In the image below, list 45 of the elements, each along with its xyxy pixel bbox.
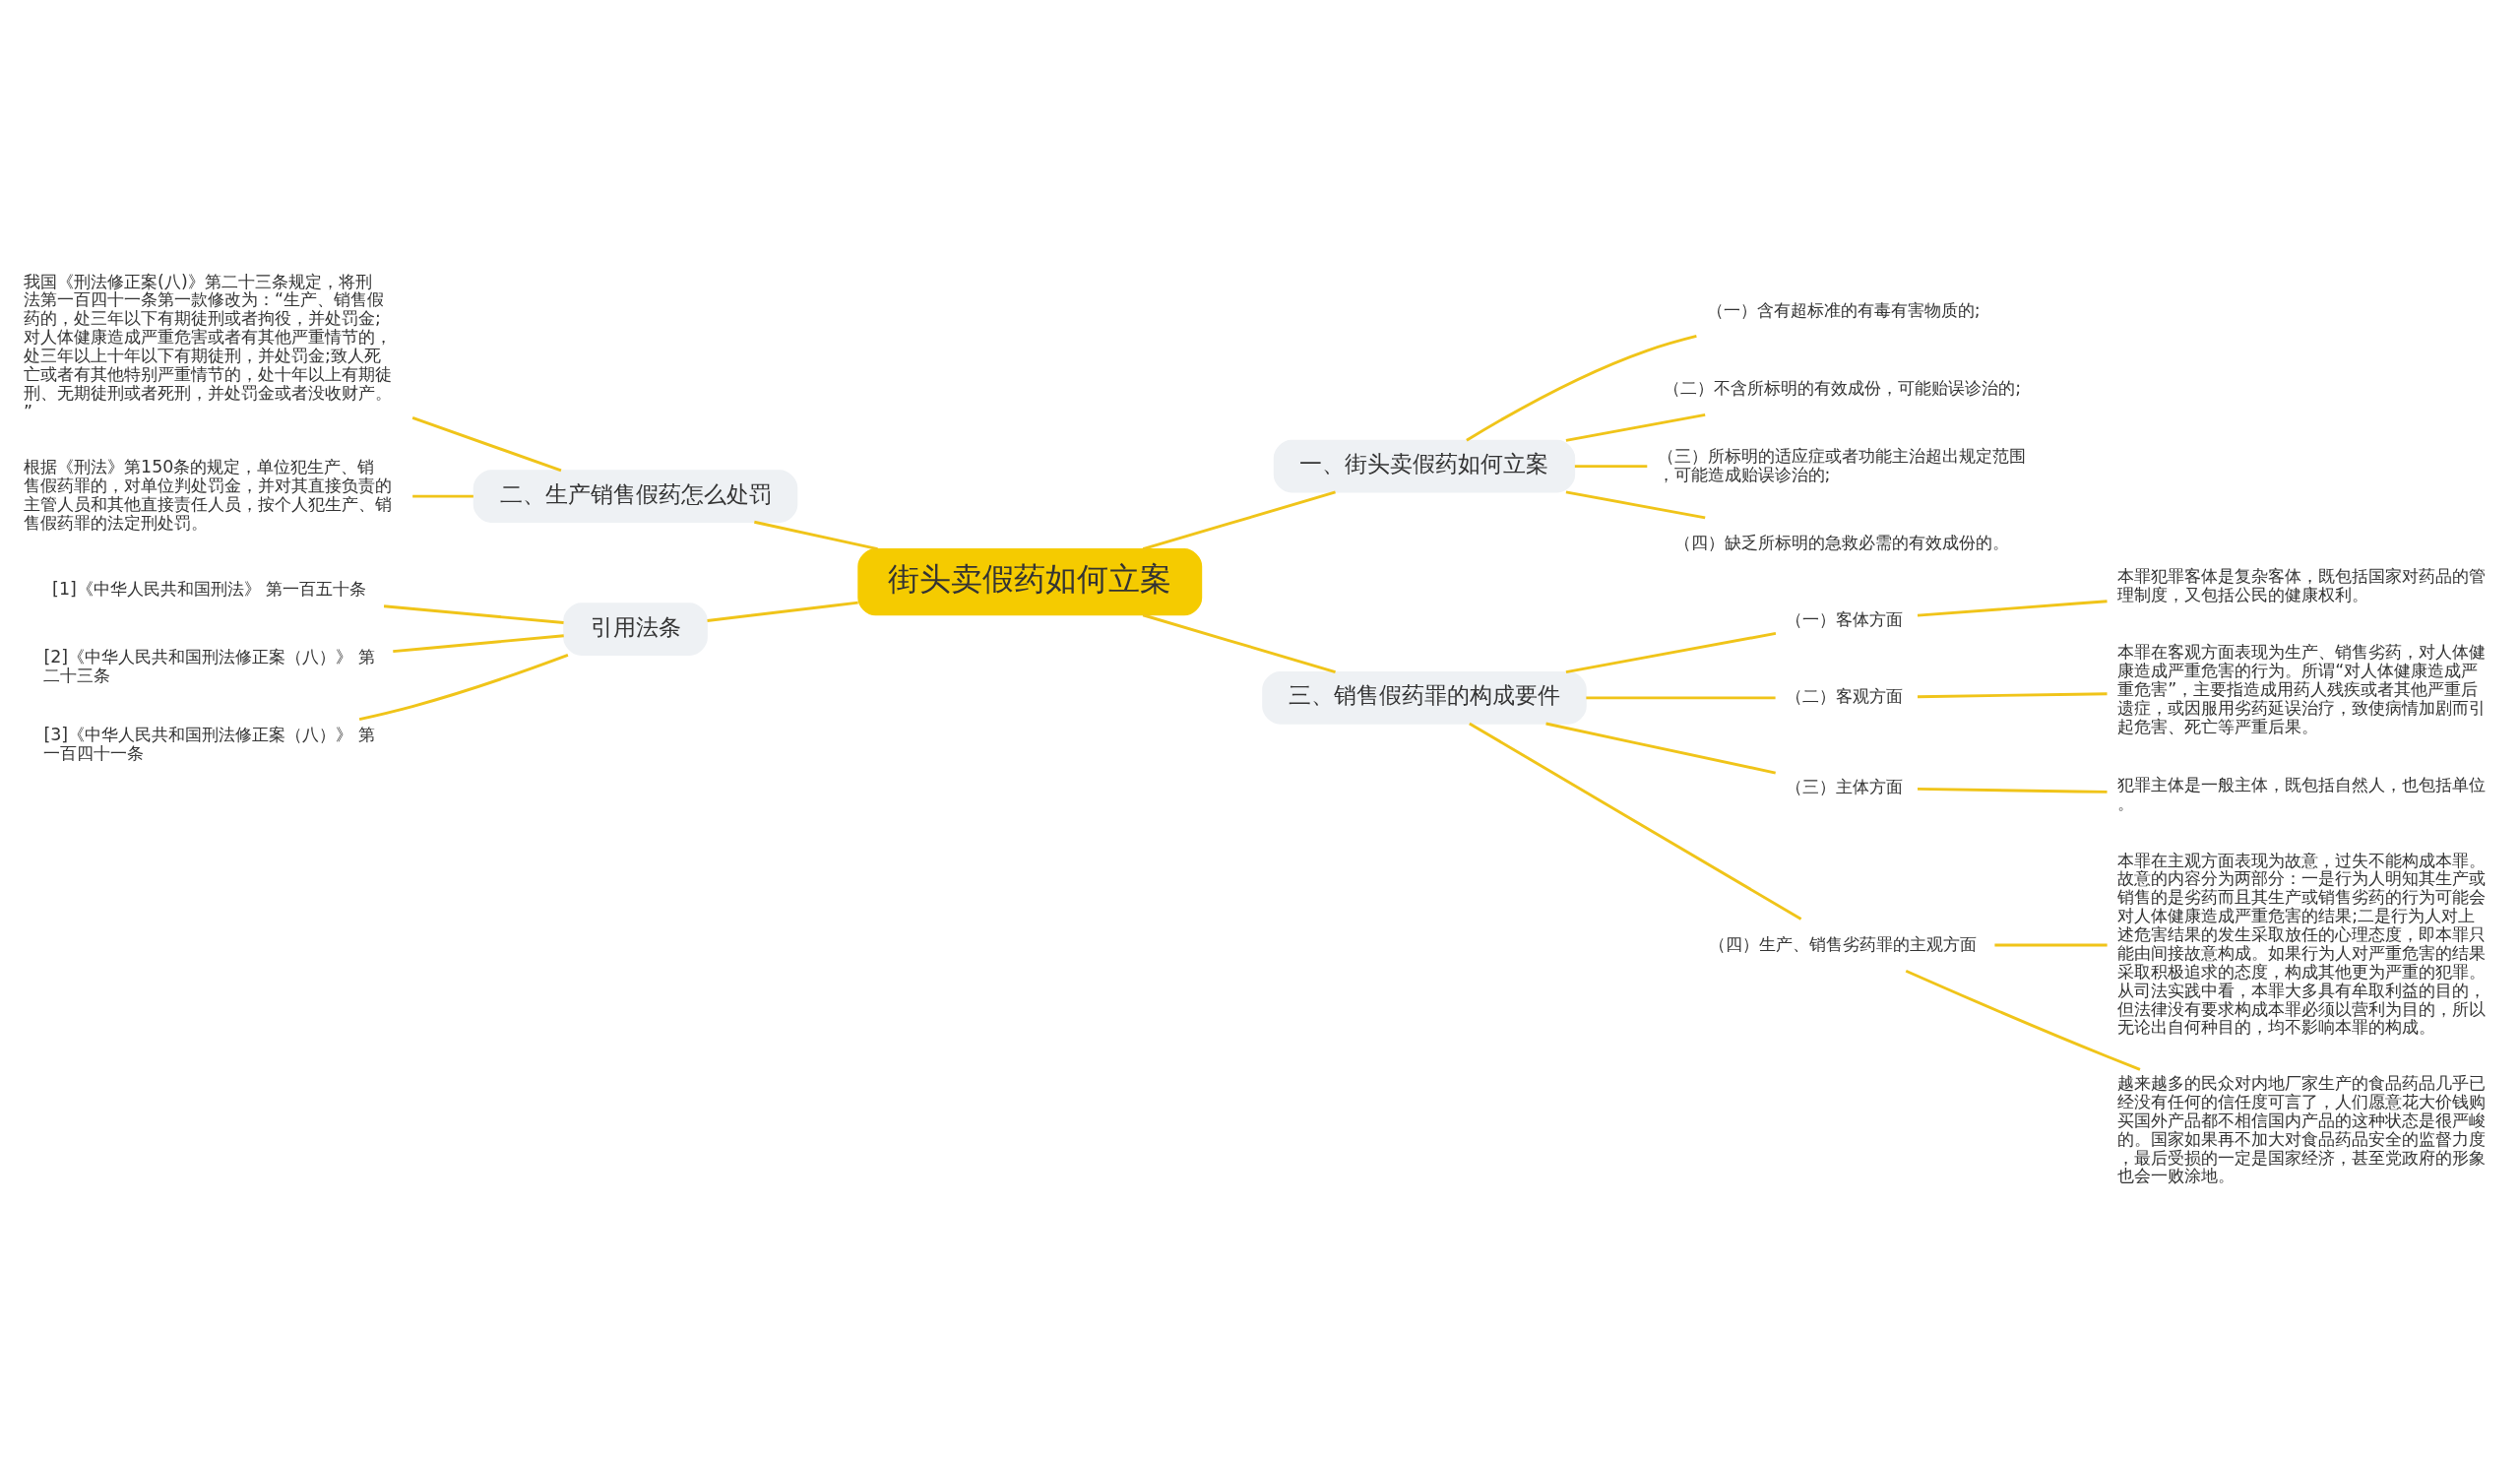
connector <box>383 604 564 624</box>
node-text: （一）含有超标准的有毒有害物质的; <box>1706 300 1981 321</box>
connector <box>1574 465 1648 469</box>
node-box: 引用法条 <box>563 603 708 656</box>
node-text: 越来越多的民众对内地厂家生产的食品药品几乎已经没有任何的信任度可言了，人们愿意花大价钱购买国外产品都不相信国内产品的这种状态是很严峻的。国家如果再不加大对食品药品安全的监督力度，最后受损的一定是国家经济，甚至党政府的形象也会一败涂地。 <box>2117 1073 2487 1186</box>
connector <box>707 601 858 622</box>
connector <box>393 634 564 654</box>
node-text: （二）不含所标明的有效成份，可能贻误诊治的; <box>1664 377 2022 398</box>
connector <box>754 520 878 551</box>
node-text: （三）所标明的适应症或者功能主治超出规定范围，可能造成贻误诊治的; <box>1657 445 2026 484</box>
connector <box>1565 490 1706 520</box>
connector <box>1565 632 1777 674</box>
node-text: 犯罪主体是一般主体，既包括自然人，也包括单位。 <box>2117 774 2487 813</box>
connector <box>412 494 473 498</box>
node-text: 本罪犯罪客体是复杂客体，既包括国家对药品的管理制度，又包括公民的健康权利。 <box>2117 565 2487 604</box>
node-box: 三、销售假药罪的构成要件 <box>1262 670 1587 725</box>
connector <box>1917 600 2108 617</box>
node-text: [2]《中华人民共和国刑法修正案（八）》 第二十三条 <box>43 647 375 686</box>
connector <box>1142 490 1336 551</box>
connector <box>1469 722 1802 920</box>
connector <box>1994 943 2108 947</box>
node-text: （三）主体方面 <box>1786 776 1904 796</box>
node-box: 二、生产销售假药怎么处罚 <box>472 470 798 523</box>
connector <box>1142 613 1336 673</box>
connector <box>1565 413 1706 442</box>
connector <box>358 654 569 721</box>
node-box: 一、街头卖假药如何立案 <box>1273 439 1576 493</box>
node-box: 街头卖假药如何立案 <box>857 548 1203 616</box>
node-text: （四）缺乏所标明的急救必需的有效成份的。 <box>1674 532 2010 552</box>
node-text: [3]《中华人民共和国刑法修正案（八）》 第一百四十一条 <box>43 724 375 763</box>
connector <box>411 416 562 473</box>
node-text: [1]《中华人民共和国刑法》 第一百五十条 <box>52 579 367 600</box>
connector <box>1466 334 1697 442</box>
node-text: 本罪在客观方面表现为生产、销售劣药，对人体健康造成严重危害的行为。所谓“对人体健康造成严重危害”，主要指造成用药人残疾或者其他严重后遗症，或因服用劣药延误治疗，致使病情加剧而引起危害、死亡等严重后果。 <box>2117 642 2487 736</box>
connector <box>1918 787 2108 793</box>
connector <box>1586 696 1776 700</box>
node-text: 我国《刑法修正案(八)》第二十三条规定，将刑法第一百四十一条第一款修改为：“生产、销售假药的，处三年以下有期徒刑或者拘役，并处罚金;对人体健康造成严重危害或者有其他严重情节的，处三年以上十年以下有期徒刑，并处罚金;致人死亡或者有其他特别严重情节的，处十年以上有期徒刑、无期徒刑或者死刑，并处罚金或者没收财产。” <box>24 271 393 421</box>
node-text: （一）客体方面 <box>1786 608 1904 629</box>
connector <box>1918 692 2108 699</box>
connector <box>1545 722 1776 775</box>
connector <box>1905 969 2141 1071</box>
node-text: 根据《刑法》第150条的规定，单位犯生产、销售假药罪的，对单位判处罚金，并对其直接负责的主管人员和其他直接责任人员，按个人犯生产、销售假药罪的法定刑处罚。 <box>24 457 393 533</box>
node-text: （四）生产、销售劣药罪的主观方面 <box>1708 933 1977 954</box>
node-text: （二）客观方面 <box>1786 686 1904 707</box>
node-text: 本罪在主观方面表现为故意，过失不能构成本罪。故意的内容分为两部分：一是行为人明知其生产或销售的是劣药而且其生产或销售劣药的行为可能会对人体健康造成严重危害的结果;二是行为人对上述危害结果的发生采取放任的心理态度，即本罪只能由间接故意构成。如果行为人对严重危害的结果采取积极追求的态度，构成其他更为严重的犯罪。从司法实践中看，本罪大多具有牟取利益的目的，但法律没有要求构成本罪必须以营利为目的，所以无论出自何种目的，均不影响本罪的构成。 <box>2117 850 2487 1038</box>
